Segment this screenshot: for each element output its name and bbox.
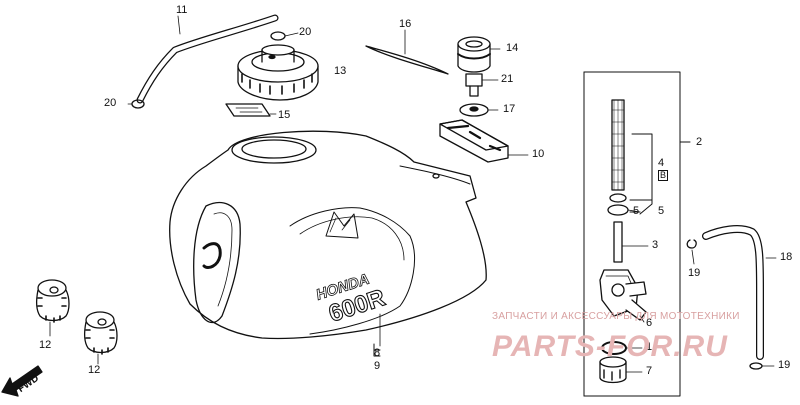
hose-clip-left [686, 239, 697, 265]
callout-17: 17 [503, 103, 516, 115]
fuel-valve-bracket [583, 71, 691, 397]
callout-1: 1 [646, 341, 653, 353]
callout-9: 9 [374, 360, 381, 372]
callout-20-upper: 20 [299, 26, 312, 38]
callout-12-right: 12 [88, 364, 101, 376]
o-ring-upper [607, 193, 641, 216]
callout-4: 4 [658, 157, 665, 169]
fuel-tank [169, 130, 487, 357]
callout-3: 3 [652, 239, 659, 251]
breather-hose [136, 14, 279, 104]
grommet-right [84, 311, 118, 365]
callout-4-ref: B [658, 170, 669, 181]
callout-12-left: 12 [39, 339, 52, 351]
callout-21: 21 [501, 73, 514, 85]
watermark-subtitle: ЗАПЧАСТИ И АКСЕССУАРЫ ДЛЯ МОТОТЕХНИКИ [492, 311, 740, 322]
fuel-hose [702, 225, 777, 360]
callout-7: 7 [646, 365, 653, 377]
callout-19-right: 19 [778, 359, 791, 371]
fuel-cap [237, 44, 319, 101]
caution-label [225, 103, 277, 117]
callout-16: 16 [399, 18, 412, 30]
watermark-brand: PARTS-FOR.RU [492, 330, 728, 363]
callout-20-lower: 20 [104, 97, 117, 109]
hose-clip-lower [127, 99, 145, 109]
callout-15: 15 [278, 109, 291, 121]
callout-6: 6 [646, 317, 653, 329]
sediment-cup [599, 356, 643, 384]
fuel-valve-body [599, 221, 649, 323]
callout-19-left: 19 [688, 267, 701, 279]
hose-clip-upper [270, 31, 299, 41]
grommet-left [36, 279, 70, 337]
callout-5: 5 [633, 205, 640, 217]
tank-cushion [457, 36, 501, 73]
callout-13: 13 [334, 65, 347, 77]
callout-8: 8 [374, 347, 381, 359]
callout-10: 10 [532, 148, 545, 160]
fwd-arrow-icon [1, 365, 43, 397]
o-ring-lower [601, 341, 643, 355]
callout-2: 2 [696, 136, 703, 148]
rubber-mount [439, 119, 529, 163]
fuel-strainer [611, 99, 625, 191]
mounting-washer [459, 103, 499, 117]
callout-18: 18 [780, 251, 793, 263]
callout-11: 11 [176, 4, 188, 16]
hose-clip-right [749, 362, 775, 370]
callout-14: 14 [506, 42, 519, 54]
callout-5-bracket: 5 [658, 205, 665, 217]
mounting-bolt [465, 73, 499, 97]
seal-strip [365, 29, 449, 75]
